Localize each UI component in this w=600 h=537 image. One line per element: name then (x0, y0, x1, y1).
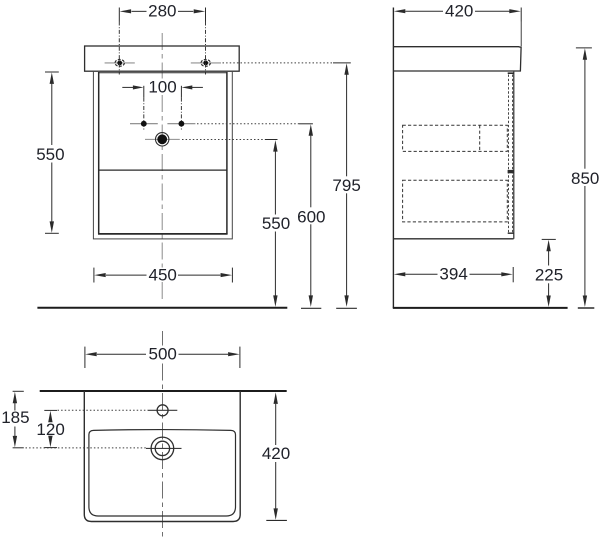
svg-text:850: 850 (571, 169, 599, 188)
svg-text:420: 420 (262, 444, 290, 463)
svg-text:225: 225 (535, 265, 563, 284)
svg-text:420: 420 (445, 2, 473, 21)
svg-text:185: 185 (1, 408, 29, 427)
svg-text:394: 394 (439, 265, 467, 284)
svg-text:550: 550 (36, 145, 64, 164)
svg-text:280: 280 (148, 2, 176, 21)
svg-text:450: 450 (149, 265, 177, 284)
svg-text:550: 550 (262, 214, 290, 233)
svg-text:120: 120 (36, 420, 64, 439)
svg-text:500: 500 (149, 345, 177, 364)
svg-text:100: 100 (148, 78, 176, 97)
svg-text:600: 600 (297, 207, 325, 226)
svg-text:795: 795 (332, 176, 360, 195)
